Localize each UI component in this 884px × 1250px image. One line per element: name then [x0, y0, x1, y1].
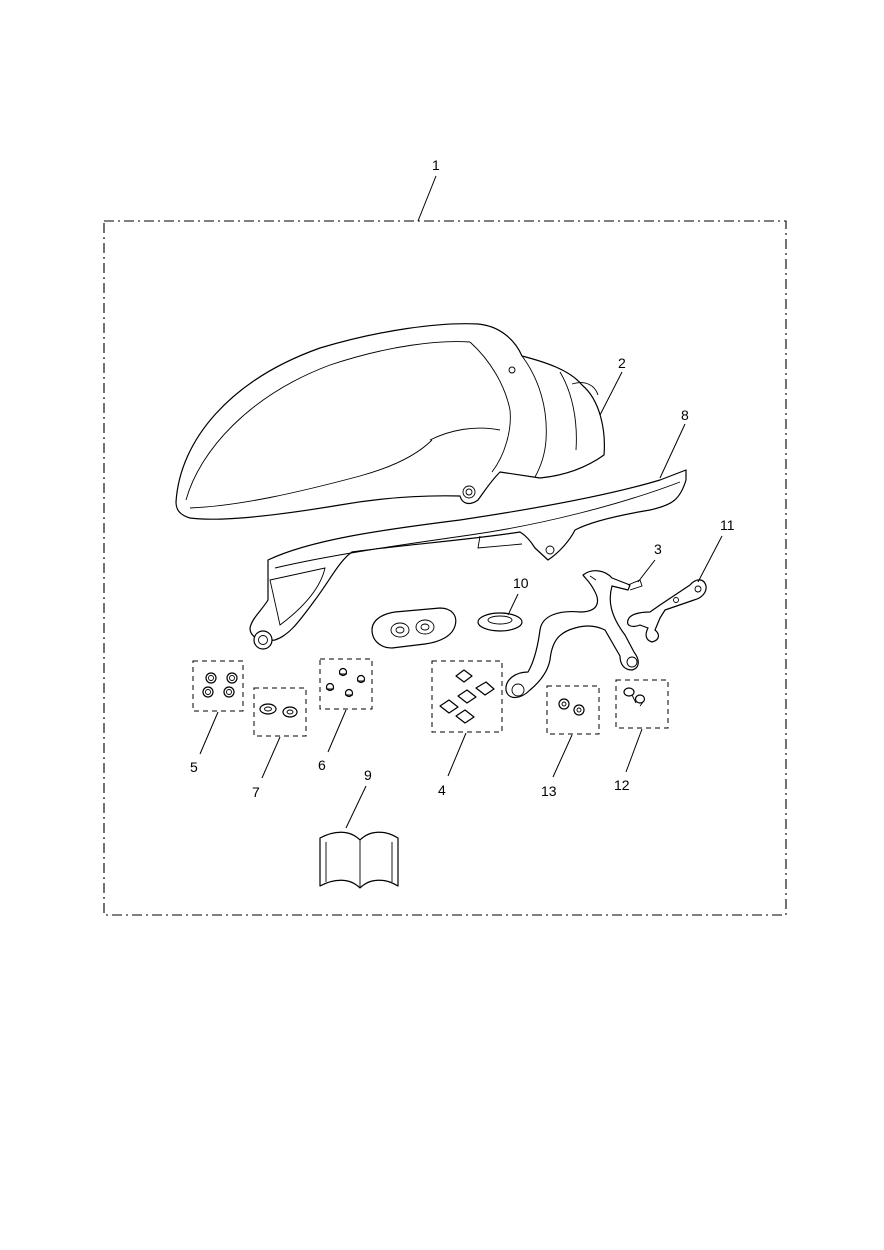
leader-10 — [507, 593, 519, 616]
callout-3: 3 — [654, 541, 662, 557]
callout-9: 9 — [364, 767, 372, 783]
leader-5 — [199, 711, 219, 755]
instruction-booklet-icon — [319, 831, 399, 889]
callout-4: 4 — [438, 782, 446, 798]
leader-4 — [447, 732, 467, 777]
adhesive-pads — [439, 669, 495, 724]
leader-6 — [327, 709, 347, 753]
subkit-box-7 — [253, 687, 307, 737]
leader-11 — [697, 535, 723, 583]
callout-13: 13 — [541, 783, 557, 799]
mounting-plate — [371, 607, 457, 649]
screws — [325, 667, 366, 698]
chain-guard — [249, 469, 687, 650]
leader-9 — [345, 785, 367, 829]
callout-12: 12 — [614, 777, 630, 793]
nuts — [558, 698, 585, 716]
leader-12 — [625, 728, 643, 773]
support-bracket — [627, 579, 707, 643]
kit-boundary-box — [103, 220, 787, 916]
callout-1: 1 — [432, 157, 440, 173]
subkit-box-12 — [615, 679, 669, 729]
leader-7 — [261, 736, 281, 779]
flange-nuts — [202, 672, 238, 698]
callout-10: 10 — [513, 575, 529, 591]
callout-2: 2 — [618, 355, 626, 371]
callout-7: 7 — [252, 784, 260, 800]
callout-8: 8 — [681, 407, 689, 423]
leader-3 — [637, 559, 656, 583]
subkit-box-5 — [192, 660, 244, 712]
rear-mudguard — [175, 323, 605, 520]
leader-1 — [417, 175, 437, 222]
leader-8 — [659, 423, 686, 479]
callout-5: 5 — [190, 759, 198, 775]
leader-2 — [599, 371, 623, 416]
mudguard-bracket — [505, 570, 643, 699]
grommet — [477, 612, 523, 632]
callout-11: 11 — [720, 517, 735, 533]
callout-6: 6 — [318, 757, 326, 773]
subkit-box-13 — [546, 685, 600, 735]
bolts — [623, 687, 646, 707]
washers — [259, 703, 298, 718]
subkit-box-6 — [319, 658, 373, 710]
leader-13 — [552, 734, 573, 778]
subkit-box-4 — [431, 660, 503, 733]
